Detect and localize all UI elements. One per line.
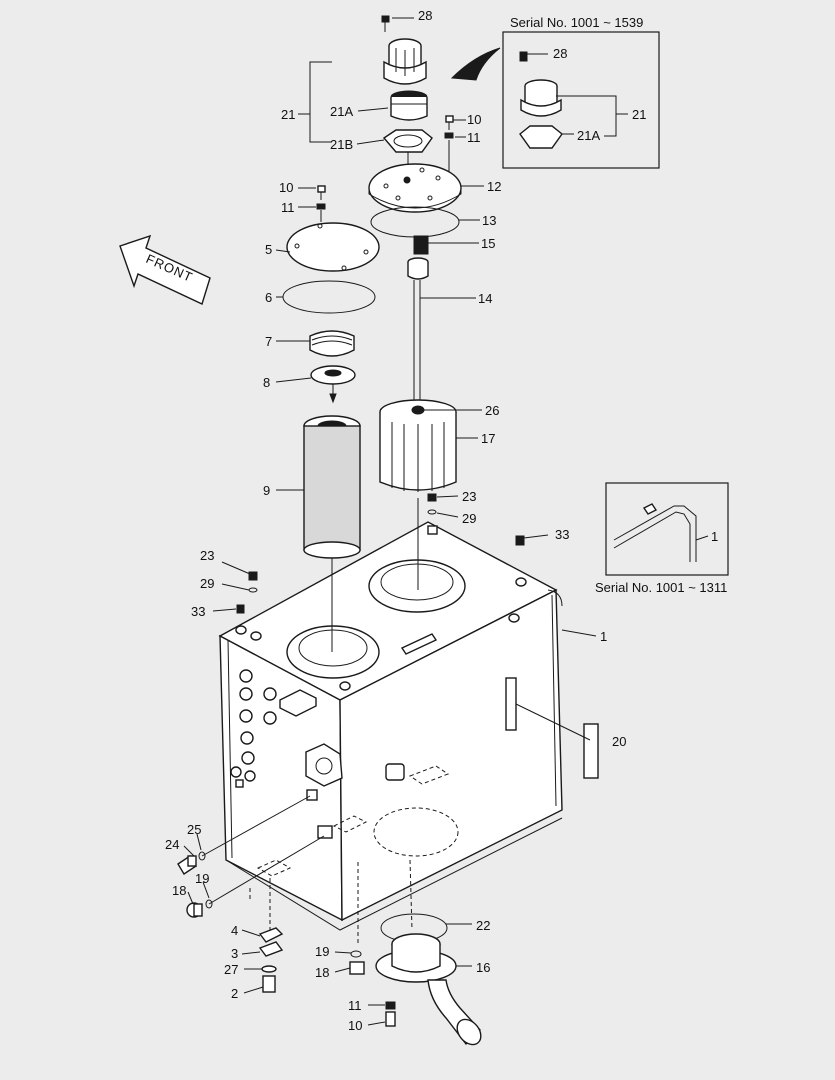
return-filter-group (379, 257, 482, 590)
label-19-bottom: 19 (315, 944, 329, 959)
inset-label-1: 1 (711, 529, 718, 544)
label-20: 20 (612, 734, 626, 749)
label-9: 9 (263, 483, 270, 498)
label-27: 27 (224, 962, 238, 977)
label-18-bottom: 18 (315, 965, 329, 980)
label-11-left: 11 (281, 200, 295, 215)
label-29-left: 29 (200, 576, 214, 591)
label-26: 26 (485, 403, 499, 418)
label-12: 12 (487, 179, 501, 194)
label-21: 21 (281, 107, 295, 122)
label-6: 6 (265, 290, 272, 305)
label-3: 3 (231, 946, 238, 961)
label-17: 17 (481, 431, 495, 446)
label-14: 14 (478, 291, 492, 306)
top-fittings (212, 493, 549, 614)
cover-plate-group (368, 115, 484, 255)
inset-label-21: 21 (632, 107, 646, 122)
label-15: 15 (481, 236, 495, 251)
breather-cap-assembly (298, 15, 433, 172)
label-19-left: 19 (195, 871, 209, 886)
label-10-left: 10 (279, 180, 293, 195)
label-5: 5 (265, 242, 272, 257)
label-24: 24 (165, 837, 179, 852)
side-drain-fittings (177, 795, 325, 918)
label-10-bottom: 10 (348, 1018, 362, 1033)
inset-serial-1539: Serial No. 1001 ~ 1539 (450, 15, 660, 169)
label-13: 13 (482, 213, 496, 228)
label-22: 22 (476, 918, 490, 933)
label-11-bottom: 11 (348, 998, 362, 1013)
label-28: 28 (418, 8, 432, 23)
inset-serial-1311: Serial No. 1001 ~ 1311 (595, 482, 729, 595)
inset-right-caption: Serial No. 1001 ~ 1311 (595, 580, 727, 595)
label-29-top: 29 (462, 511, 476, 526)
level-gauge (515, 703, 599, 779)
label-23-left: 23 (200, 548, 214, 563)
label-25: 25 (187, 822, 201, 837)
inset-label-21a: 21A (577, 128, 600, 143)
label-21b: 21B (330, 137, 353, 152)
hydraulic-tank (218, 521, 563, 944)
label-16: 16 (476, 960, 490, 975)
suction-flange-group (334, 913, 482, 1046)
suction-filter-group (275, 185, 380, 652)
label-33-right: 33 (555, 527, 569, 542)
label-4: 4 (231, 923, 238, 938)
part-number-labels: 28 21 21A 21B 10 11 12 13 15 14 10 11 5 … (165, 8, 718, 1033)
bottom-drain-stack (241, 927, 284, 994)
label-18-left: 18 (172, 883, 186, 898)
label-33-left: 33 (191, 604, 205, 619)
label-1: 1 (600, 629, 607, 644)
front-direction-arrow: FRONT (119, 234, 211, 305)
inset-top-caption: Serial No. 1001 ~ 1539 (510, 15, 643, 30)
label-21a: 21A (330, 104, 353, 119)
label-2: 2 (231, 986, 238, 1001)
label-11-top: 11 (467, 130, 481, 145)
label-7: 7 (265, 334, 272, 349)
label-23-top: 23 (462, 489, 476, 504)
label-10-top: 10 (467, 112, 481, 127)
inset-label-28: 28 (553, 46, 567, 61)
label-8: 8 (263, 375, 270, 390)
